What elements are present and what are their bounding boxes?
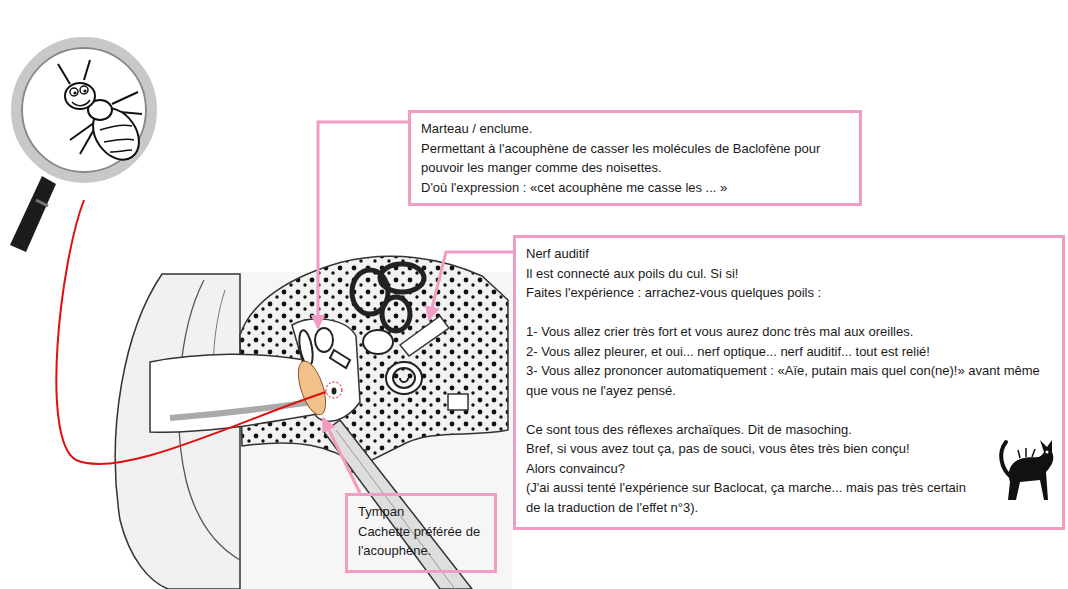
- callout-box: TympanCachette préférée de l'acouphène.: [345, 493, 497, 573]
- handle-ring: [36, 200, 48, 206]
- bug-body: [84, 100, 149, 169]
- callout-text: Faites l'expérience : arrachez-vous quel…: [526, 283, 1052, 303]
- callout-text: D'où l'expression : «cet acouphène me ca…: [421, 178, 849, 198]
- cat-tail: [1001, 442, 1012, 478]
- callout-text: Ce sont tous des réflexes archaïques. Di…: [526, 420, 1052, 440]
- callout-text: (J'ai aussi tenté l'expérience sur Baclo…: [526, 478, 966, 517]
- bug-antenna: [58, 64, 70, 84]
- callout-box: Marteau / enclume.Permettant à l'acouphè…: [408, 110, 862, 206]
- stapes: [330, 350, 350, 368]
- bug-leg: [112, 92, 138, 104]
- callout-text: 1- Vous allez crier très fort et vous au…: [526, 322, 1052, 342]
- tiny-bug: [332, 388, 337, 395]
- incus: [315, 328, 333, 352]
- leader-line: [429, 252, 513, 320]
- callout-text: 2- Vous allez pleurer, et oui... nerf op…: [526, 342, 1052, 362]
- middle-ear: [292, 319, 360, 421]
- cat-body: [1008, 440, 1053, 500]
- bug-pupil: [83, 89, 86, 92]
- callout-text: Bref, si vous avez tout ça, pas de souci…: [526, 439, 1052, 459]
- callout-text: Alors convaincu?: [526, 459, 1052, 479]
- bug-pupil: [73, 91, 76, 94]
- semicircular-canal: [380, 264, 424, 292]
- vestibule: [363, 330, 393, 354]
- callout-text: Cachette préférée de l'acouphène.: [358, 522, 484, 561]
- callout-heading: Marteau / enclume.: [421, 119, 849, 139]
- bug-head: [65, 83, 95, 109]
- carotid: [448, 394, 468, 410]
- cochlea: [386, 362, 422, 394]
- cat-fur: [1018, 448, 1035, 458]
- magnifier-trace: [56, 200, 326, 464]
- leader-line: [318, 122, 408, 328]
- eardrum: [293, 358, 331, 418]
- callout-box: Nerf auditifIl est connecté aux poils du…: [513, 235, 1065, 530]
- bug-mouth: [72, 100, 90, 106]
- bug-segments: [100, 125, 134, 152]
- magnifier-rim: [16, 42, 152, 178]
- leader-line: [323, 418, 360, 493]
- callout-heading: Nerf auditif: [526, 244, 1052, 264]
- callout-text: Permettant à l'acouphène de casser les m…: [421, 139, 849, 178]
- auditory-nerve: [400, 316, 449, 356]
- semicircular-canal: [382, 297, 410, 331]
- cat-eye: [1046, 451, 1049, 454]
- bug-eye: [70, 88, 78, 96]
- bug-eye: [80, 86, 88, 94]
- bug-spot: [326, 382, 342, 398]
- callout-heading: Tympan: [358, 502, 484, 522]
- callout-text: Il est connecté aux poils du cul. Si si!: [526, 264, 1052, 284]
- bug-antenna: [84, 60, 90, 80]
- ear-canal: [150, 354, 318, 432]
- callout-text: 3- Vous allez prononcer automatiquement …: [526, 361, 1052, 400]
- magnifier-handle: [10, 176, 56, 252]
